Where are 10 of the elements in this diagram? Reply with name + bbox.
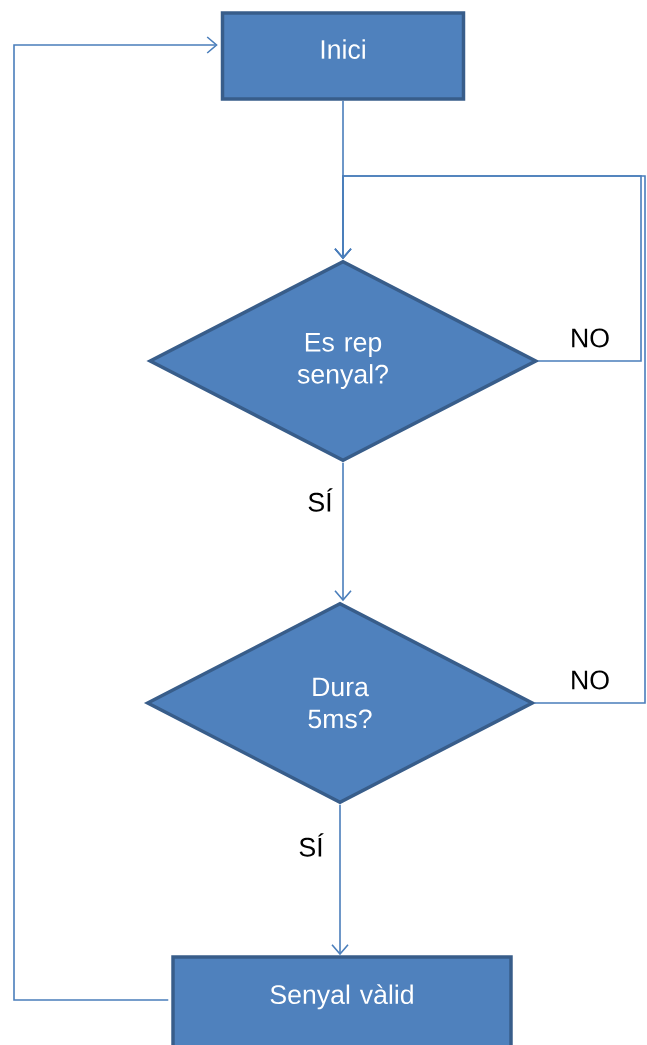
process-box: Senyal vàlid xyxy=(171,955,513,1045)
arrow xyxy=(206,36,218,54)
edge-label: SÍ xyxy=(297,832,325,859)
arrow xyxy=(334,461,352,602)
edge-label: NO xyxy=(568,327,612,349)
arrow xyxy=(334,175,646,704)
arrow xyxy=(331,803,349,956)
edge-label: SÍ xyxy=(306,487,334,514)
process-box: Inici xyxy=(220,11,466,101)
edge-label: NO xyxy=(568,669,612,691)
